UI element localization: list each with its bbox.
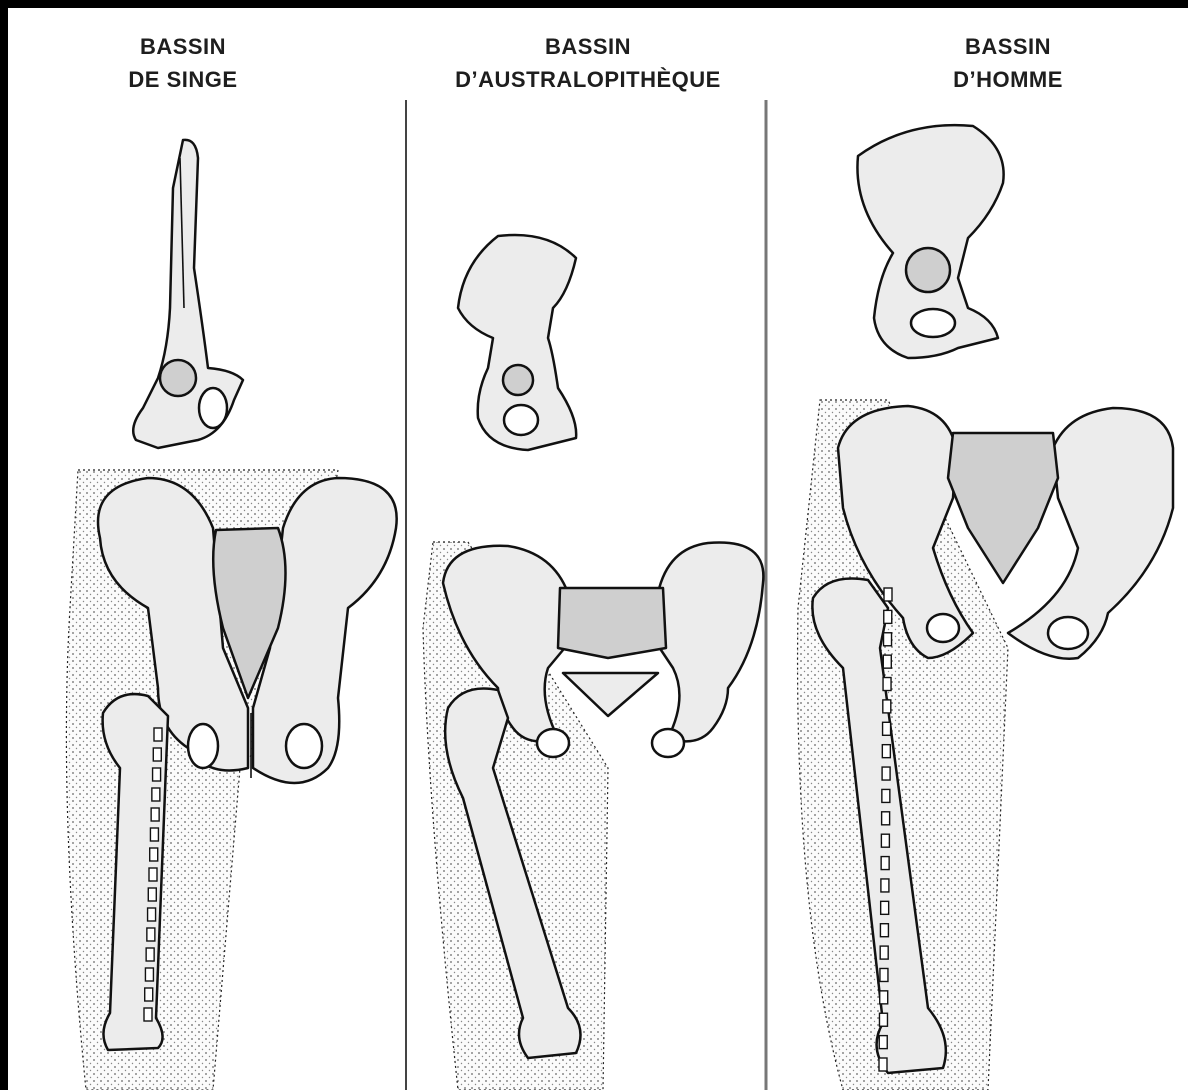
muscle-dash — [880, 991, 888, 1004]
muscle-dash — [144, 1008, 152, 1021]
muscle-dash — [882, 812, 890, 825]
muscle-dash — [881, 857, 889, 870]
muscle-dash — [882, 745, 890, 758]
muscle-dash — [883, 678, 891, 691]
muscle-dash — [880, 924, 888, 937]
muscle-dash — [883, 722, 891, 735]
muscle-dash — [153, 768, 161, 781]
muscle-dash — [150, 848, 158, 861]
illustration — [8, 8, 1188, 1090]
muscle-dash — [883, 700, 891, 713]
muscle-dash — [882, 767, 890, 780]
hip-bone-side-homme — [857, 125, 1003, 358]
muscle-dash — [880, 968, 888, 981]
muscle-dash — [881, 834, 889, 847]
muscle-dash — [884, 633, 892, 646]
muscle-dash — [146, 948, 154, 961]
muscle-dash — [154, 728, 162, 741]
hip-bone-side-singe — [133, 140, 243, 448]
muscle-dash — [151, 808, 159, 821]
hip-bone-side-australopitheque — [458, 235, 576, 450]
muscle-dash — [145, 988, 153, 1001]
muscle-dash — [148, 908, 156, 921]
muscle-dash — [152, 788, 160, 801]
muscle-dash — [147, 928, 155, 941]
muscle-dash — [883, 655, 891, 668]
muscle-dash — [880, 946, 888, 959]
muscle-dash — [153, 748, 161, 761]
muscle-dash — [881, 879, 889, 892]
muscle-dash — [884, 588, 892, 601]
diagram-frame: BASSIN DE SINGE BASSIN D’AUSTRALOPITHÈQU… — [8, 8, 1188, 1090]
muscle-dash — [149, 868, 157, 881]
muscle-dash — [150, 828, 158, 841]
panel-singe — [66, 140, 396, 1090]
muscle-dash — [148, 888, 156, 901]
muscle-dash — [881, 901, 889, 914]
panel-australopitheque — [423, 235, 763, 1090]
muscle-dash — [879, 1036, 887, 1049]
muscle-dash — [884, 610, 892, 623]
panel-homme — [798, 125, 1173, 1090]
muscle-dash — [882, 789, 890, 802]
muscle-dash — [145, 968, 153, 981]
muscle-dash — [879, 1013, 887, 1026]
muscle-dash — [879, 1058, 887, 1071]
